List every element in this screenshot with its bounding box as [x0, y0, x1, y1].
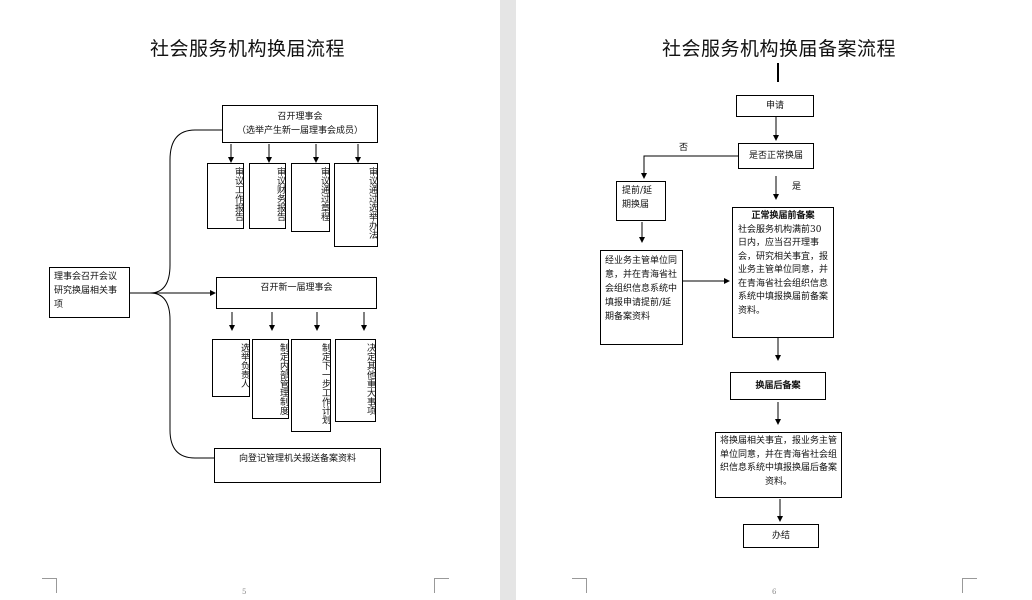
corner-mark-bl [42, 578, 57, 593]
review-charter: 审议通过章程 [291, 163, 330, 232]
right-page-title: 社会服务机构换届备案流程 [662, 38, 897, 60]
no-label: 否 [679, 143, 689, 153]
left-page-title: 社会服务机构换届流程 [150, 38, 346, 60]
corner-mark-br [962, 578, 977, 593]
review-finance-report: 审议财务报告 [249, 163, 286, 229]
decision-box: 是否正常换届 [738, 143, 814, 169]
left-page: 社会服务机构换届流程 理事会召开会议研究换届相关事项 召开理事会 （选举产生新一… [0, 0, 500, 600]
page-number: 5 [242, 588, 247, 596]
review-work-report: 审议工作报告 [207, 163, 244, 229]
meeting1-box: 召开理事会 （选举产生新一届理事会成员） [222, 105, 378, 143]
normal-box: 正常换届前备案 社会服务机构满前30日内，应当召开理事会，研究相关事宜，报业务主… [732, 207, 834, 338]
left-connectors [130, 129, 367, 459]
corner-mark-br [434, 578, 449, 593]
meeting2-box: 召开新一届理事会 [216, 277, 377, 309]
early-detail-box: 经业务主管单位同意，并在青海省社会组织信息系统中填报申请提前/延期备案资料 [600, 250, 683, 345]
yes-label: 是 [792, 182, 802, 192]
early-box: 提前/延期换届 [616, 181, 666, 221]
make-work-plan: 制定下一步工作计划 [291, 339, 331, 432]
page-number: 6 [772, 588, 777, 596]
after-title-box: 换届后备案 [730, 372, 826, 400]
decide-other-matters: 决定其他重大事项 [335, 339, 376, 422]
meeting1-title: 召开理事会 [277, 112, 323, 122]
done-box: 办结 [743, 524, 819, 548]
normal-title: 正常换届前备案 [751, 211, 815, 221]
after-body-box: 将换届相关事宜，报业务主管单位同意，并在青海省社会组织信息系统中填报换届后备案资… [715, 432, 842, 498]
apply-box: 申请 [736, 95, 814, 117]
right-connectors [639, 63, 783, 522]
report-box: 向登记管理机关报送备案资料 [214, 448, 381, 483]
right-page: 社会服务机构换届备案流程 申请 是否正常换届 否 是 提前/延期换届 经业务主管… [516, 0, 1032, 600]
corner-mark-bl [572, 578, 587, 593]
meeting1-subtitle: （选举产生新一届理事会成员） [236, 126, 363, 136]
start-box: 理事会召开会议研究换届相关事项 [49, 267, 130, 318]
normal-body: 社会服务机构满前30日内，应当召开理事会，研究相关事宜，报业务主管单位同意，并在… [738, 224, 829, 316]
elect-leader: 选举负责人 [212, 339, 250, 397]
review-election-rules: 审议通过选举办法 [334, 163, 378, 247]
make-internal-rules: 制定内部管理制度 [252, 339, 289, 419]
